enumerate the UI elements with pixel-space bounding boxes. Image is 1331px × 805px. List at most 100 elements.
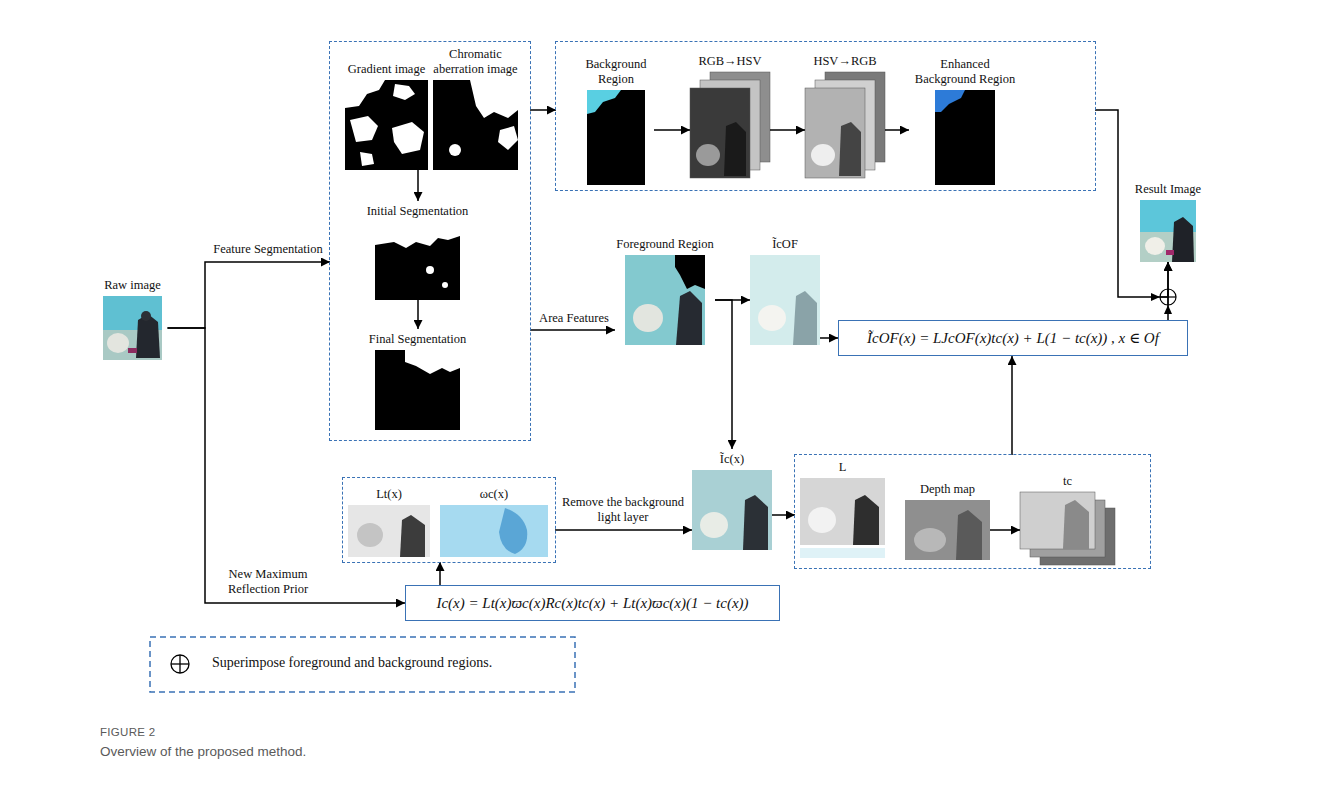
image-panel: Chromatic aberration image [430, 44, 522, 170]
panel-caption: Final Segmentation [360, 329, 475, 347]
legend-symbol [171, 655, 189, 673]
image-panel: tc [1020, 471, 1115, 565]
raw-photo [103, 296, 162, 360]
initial-mask [426, 266, 434, 274]
foreground-corrected-image [793, 291, 817, 345]
foreground-image [675, 255, 705, 289]
edge-label: Remove the background light layer [560, 495, 686, 525]
enhanced-background-image [935, 90, 995, 185]
image-panel: Initial Segmentation [360, 201, 475, 300]
gradient-mask [345, 80, 385, 108]
gradient-mask [392, 122, 424, 154]
dashed-group: Background Region RGB→HSV HSV→RGB Enhanced … [556, 42, 1095, 190]
transmission-stack [1020, 492, 1115, 565]
initial-mask [375, 222, 460, 248]
light-removed-image [700, 512, 728, 538]
depth-map-image [905, 500, 990, 560]
illumination-image [348, 505, 430, 557]
flow-arrow [530, 109, 556, 111]
edge-label: Area Features [535, 311, 613, 326]
panel-caption: Gradient image [343, 59, 431, 77]
rgb-stack [811, 144, 835, 166]
panel-caption: RGB→HSV [690, 51, 770, 69]
light-image [800, 478, 885, 545]
flow-arrow [1095, 110, 1168, 297]
foreground-image [676, 291, 702, 345]
chromatic-mask [498, 126, 518, 150]
light-removed-image [743, 495, 768, 550]
edge-label: Feature Segmentation [209, 242, 327, 257]
panel-caption: Lt(x) [348, 484, 430, 502]
color-weight-image [440, 505, 548, 557]
foreground-image [625, 255, 705, 345]
enhanced-background-image [935, 90, 965, 112]
light-image [853, 495, 879, 545]
raw-photo [103, 296, 162, 360]
gradient-mask [350, 116, 378, 142]
panel-caption: L [800, 457, 885, 475]
legend-frame [150, 637, 575, 692]
dashed-group: LDepth maptc [795, 455, 1150, 568]
formula-box: Ic(x) = Lt(x)ϖc(x)Rc(x)tc(x) + Lt(x)ϖc(x… [405, 585, 780, 621]
hsv-stack [690, 72, 770, 178]
result-photo [1145, 237, 1165, 255]
final-mask [375, 350, 460, 430]
rgb-stack [839, 122, 861, 176]
panel-caption: Raw image [98, 275, 168, 293]
image-panel: L [800, 457, 885, 558]
panel-caption: Initial Segmentation [360, 201, 475, 219]
panel-caption: Chromatic aberration image [430, 44, 522, 77]
depth-map-image [956, 510, 982, 560]
image-panel: ωc(x) [440, 484, 548, 557]
illumination-image [357, 523, 383, 547]
initial-mask [442, 282, 448, 288]
edge-label: New Maximum Reflection Prior [209, 567, 327, 597]
flow-arrow [885, 129, 909, 131]
initial-mask [375, 222, 460, 300]
rgb-stack [805, 88, 865, 178]
enhanced-background-image [935, 90, 995, 185]
result-photo [1172, 217, 1194, 262]
panel-caption: Result Image [1128, 179, 1208, 197]
light-removed-image [692, 470, 772, 550]
background-region-image [587, 90, 645, 185]
result-photo [1140, 200, 1196, 262]
gradient-mask [345, 80, 428, 170]
panel-caption: ĨcOF [750, 234, 820, 252]
illumination-image [400, 515, 425, 557]
image-panel: Result Image [1128, 179, 1208, 262]
image-panel: Background Region [578, 54, 654, 185]
image-panel: Raw image [98, 275, 168, 360]
image-panel: RGB→HSV [690, 51, 770, 178]
flow-arrow [168, 262, 331, 328]
raw-photo [107, 333, 129, 353]
panel-caption: ωc(x) [440, 484, 548, 502]
legend-frame [150, 637, 575, 692]
panel-caption: tc [1020, 471, 1115, 489]
foreground-image [625, 255, 705, 345]
panel-caption: Ĩc(x) [692, 449, 772, 467]
raw-photo [141, 311, 151, 321]
chromatic-mask [449, 144, 461, 156]
figure-number: FIGURE 2 [100, 726, 155, 738]
flow-arrow [770, 129, 805, 131]
raw-photo [136, 314, 160, 358]
transmission-stack [1020, 492, 1095, 549]
superimpose-symbol [1151, 289, 1176, 314]
gradient-mask [345, 80, 428, 170]
raw-photo [128, 348, 137, 353]
flow-arrow [417, 170, 419, 201]
light-image [800, 478, 885, 558]
hsv-stack [724, 122, 746, 176]
flow-arrow [820, 337, 838, 339]
image-panel: HSV→RGB [805, 51, 885, 178]
gradient-mask [360, 152, 374, 166]
flow-arrow [168, 328, 406, 603]
light-removed-image [692, 470, 772, 550]
light-image [800, 548, 885, 558]
foreground-corrected-image [758, 305, 786, 331]
final-mask [405, 350, 460, 374]
image-panel: Enhanced Background Region [909, 54, 1021, 185]
